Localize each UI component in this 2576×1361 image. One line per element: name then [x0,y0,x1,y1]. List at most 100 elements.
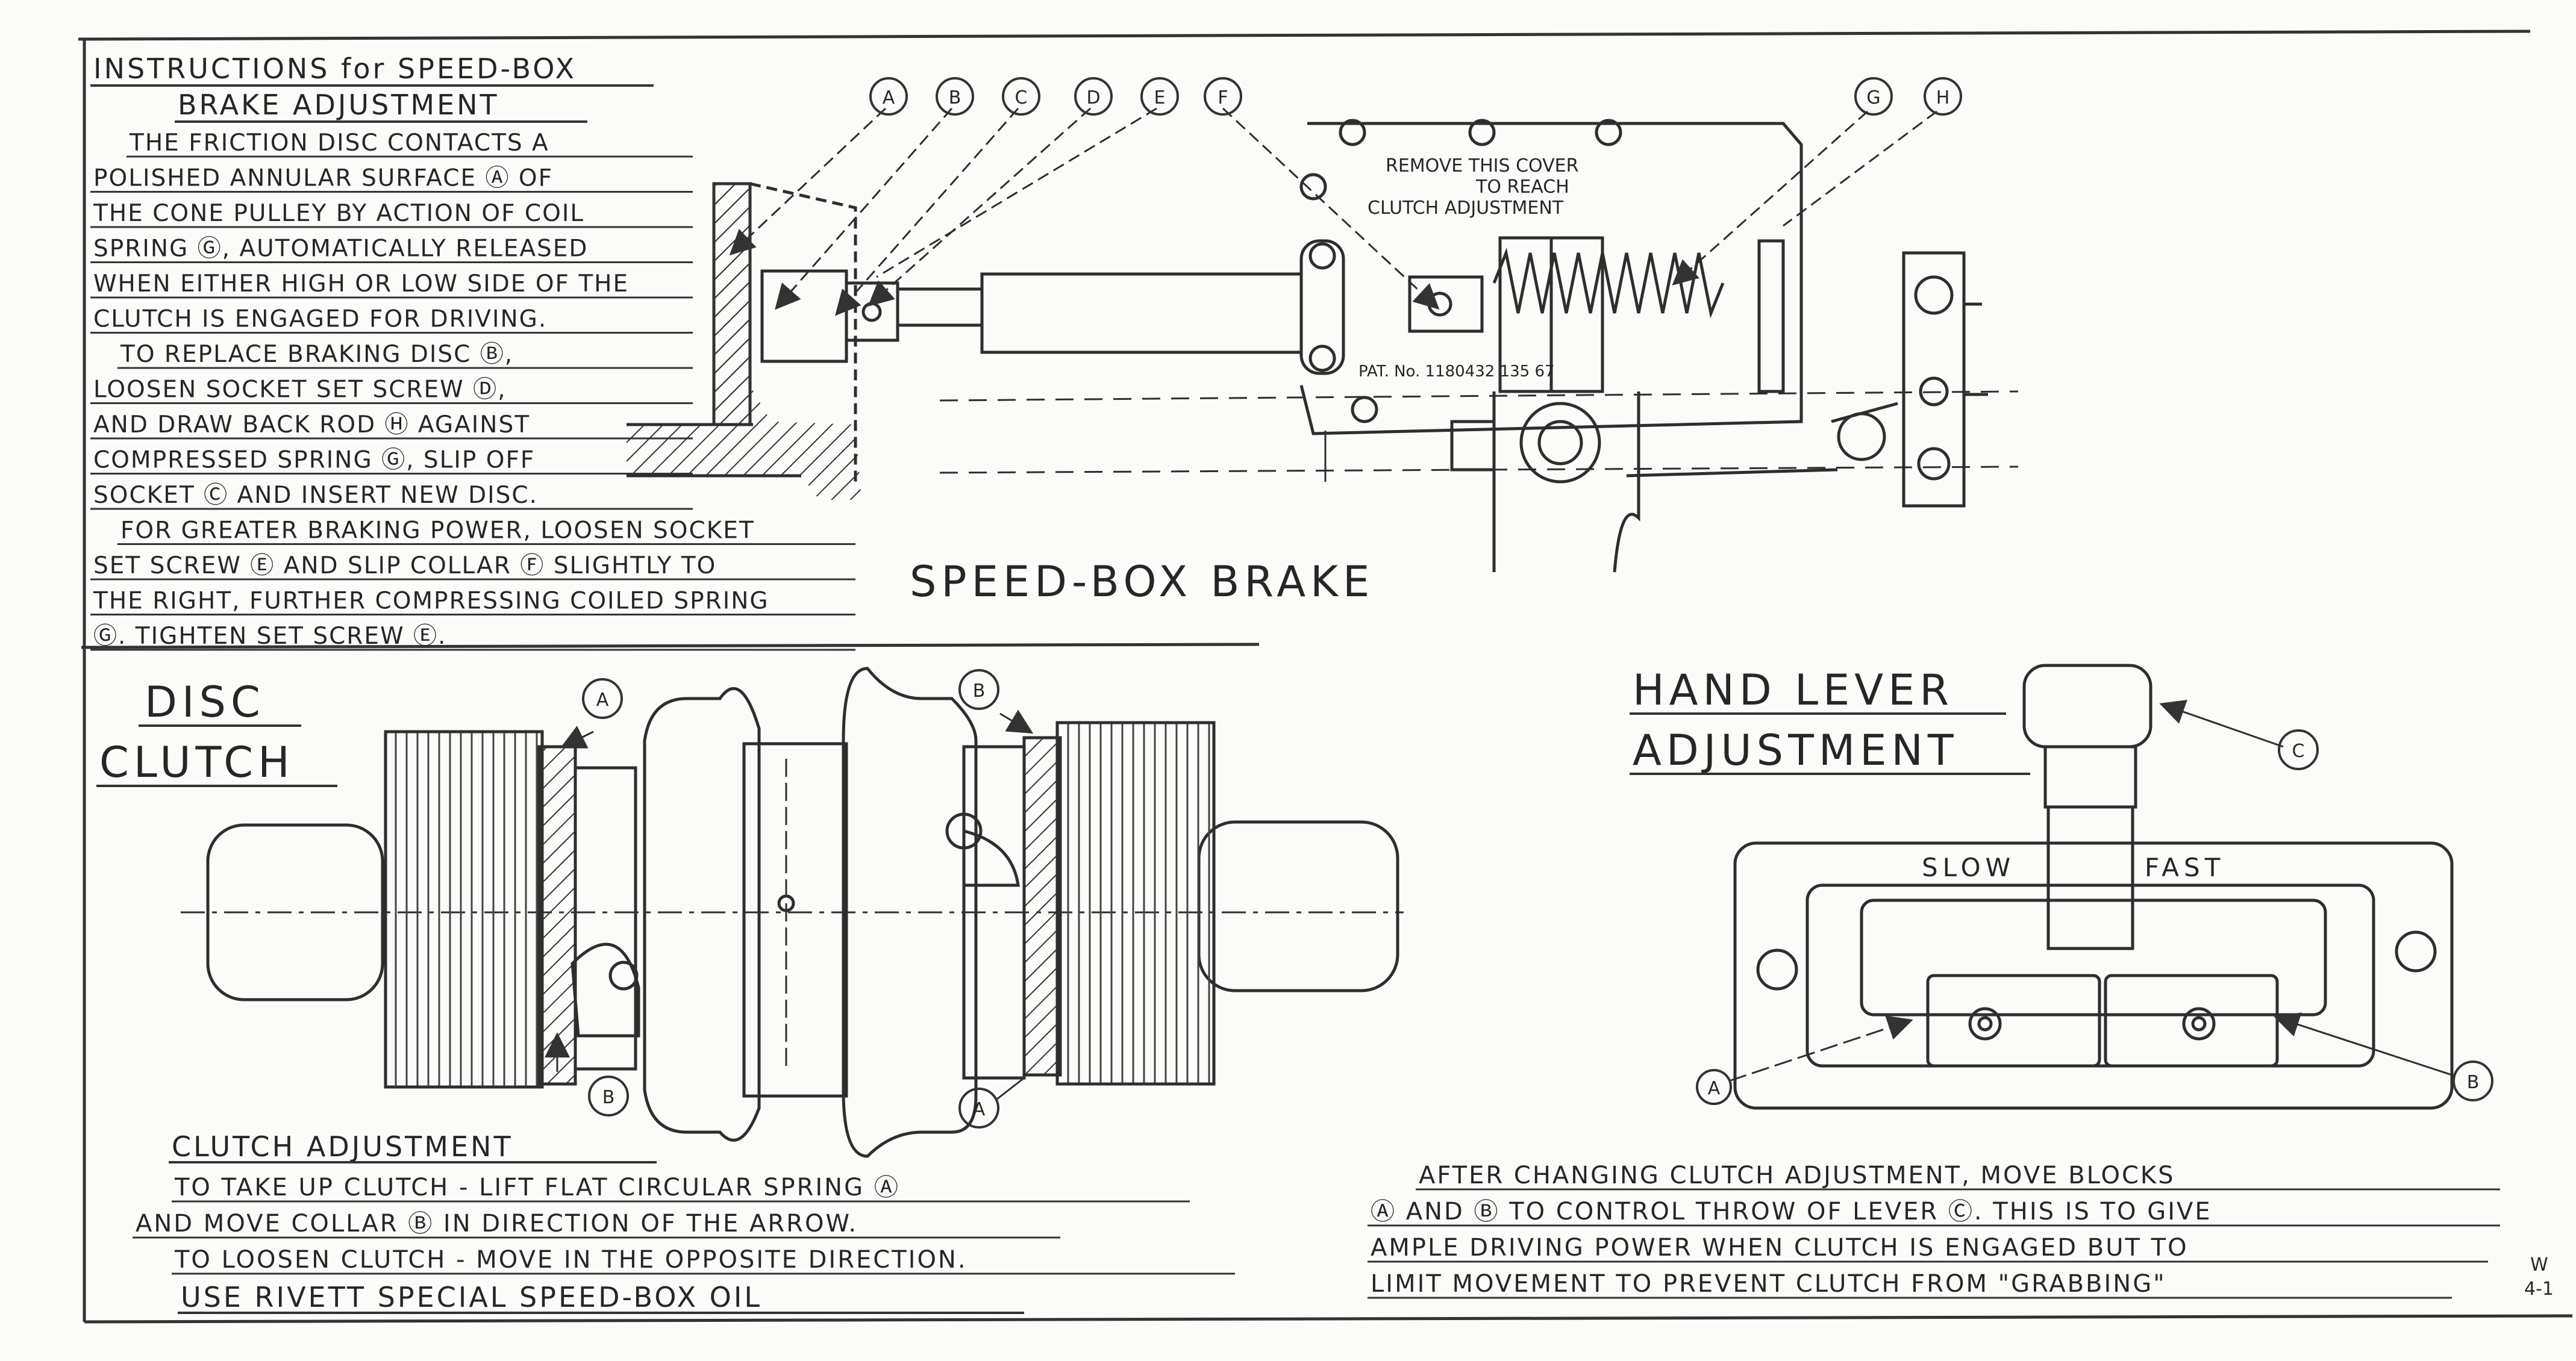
callout-b: B [936,77,974,116]
svg-text:B: B [602,1087,615,1108]
lever-stem [2043,745,2137,809]
svg-text:C: C [2292,741,2305,762]
lower-boss [1519,402,1601,484]
clutch-adjustment-title: CLUTCH ADJUSTMENT [172,1130,513,1163]
clutch-adjustment-notes: CLUTCH ADJUSTMENT TO TAKE UP CLUTCH - LI… [133,1130,1235,1314]
lever-plate [1733,841,2454,1110]
callout-c: C [1002,77,1040,116]
clutch-callout-b-bottom: B [588,1076,629,1117]
cover-text-line1: REMOVE THIS COVER [1386,155,1578,176]
svg-text:B: B [2467,1072,2480,1093]
collar-tube [980,272,1303,354]
svg-text:A: A [973,1099,986,1120]
instruction-line: THE CONE PULLEY BY ACTION OF COIL [93,200,584,227]
speed-box-instructions: INSTRUCTIONS for SPEED-BOX BRAKE ADJUSTM… [90,52,855,651]
hand-lever-title: HAND LEVER ADJUSTMENT [1630,665,2030,775]
svg-text:W: W [2530,1254,2548,1275]
patent-text: PAT. No. 1180432 135 67 [1358,363,1555,381]
svg-text:C: C [1015,87,1028,108]
clutch-adjustment-line2: AND MOVE COLLAR Ⓑ IN DIRECTION OF THE AR… [136,1210,858,1238]
callout-g: G [1854,77,1893,116]
disc-clutch-title-line2: CLUTCH [99,738,295,787]
collar-ring [1299,239,1345,375]
svg-text:G: G [1866,87,1880,108]
lever-knob [2022,664,2152,749]
instruction-line: THE RIGHT, FURTHER COMPRESSING COILED SP… [93,588,769,615]
center-pulley-right [842,667,978,1158]
housing-wall [712,182,752,426]
hand-lever-note-line4: LIMIT MOVEMENT TO PREVENT CLUTCH FROM "G… [1371,1270,2166,1298]
slow-label: SLOW [1922,853,2015,882]
clutch-cover [1299,122,1803,435]
cover-text-line2: TO REACH [1475,176,1569,198]
brake-rod [896,287,984,327]
instruction-line: POLISHED ANNULAR SURFACE Ⓐ OF [93,165,553,192]
instruction-line: AND DRAW BACK ROD Ⓗ AGAINST [93,411,530,438]
hand-lever-note-line3: AMPLE DRIVING POWER WHEN CLUTCH IS ENGAG… [1371,1234,2189,1262]
corner-mark: W 4-1 [2524,1254,2554,1300]
instruction-line: COMPRESSED SPRING Ⓖ, SLIP OFF [93,447,535,474]
lever-callout-b: B [2453,1060,2493,1101]
socket-set-screw [861,302,882,322]
braking-disc [760,269,848,363]
cover-text-line3: CLUTCH ADJUSTMENT [1368,198,1564,219]
svg-text:E: E [1154,87,1166,108]
callout-h: H [1924,77,1962,116]
hand-lever-diagram: SLOW FAST [1728,664,2454,1110]
lever-callout-a: A [1696,1069,1732,1105]
disc-clutch-diagram [181,667,1404,1158]
instruction-line: SOCKET Ⓒ AND INSERT NEW DISC. [93,482,538,509]
clutch-callout-a-bottom: A [958,1088,999,1129]
callout-d: D [1074,77,1113,116]
hand-lever-title-line2: ADJUSTMENT [1633,726,1959,775]
svg-text:A: A [596,690,609,711]
clutch-adjustment-line3: TO LOOSEN CLUTCH - MOVE IN THE OPPOSITE … [174,1246,968,1274]
instruction-line: WHEN EITHER HIGH OR LOW SIDE OF THE [93,270,629,297]
clutch-callout-b-top: B [958,669,999,710]
callout-a: A [869,77,908,116]
instructions-body: THE FRICTION DISC CONTACTS A POLISHED ANN… [90,129,855,651]
callout-f: F [1204,77,1242,116]
hand-lever-callouts: C A B [1696,729,2493,1105]
right-shaft [1197,820,1399,992]
speed-box-brake-diagram: REMOVE THIS COVER TO REACH CLUTCH ADJUST… [627,107,2019,573]
fast-label: FAST [2145,853,2225,882]
block-a [1926,974,2101,1068]
instruction-line: Ⓖ. TIGHTEN SET SCREW Ⓔ. [93,623,446,650]
disc-clutch-title-line1: DISC [145,677,265,727]
instructions-title-line2: BRAKE ADJUSTMENT [178,89,499,121]
instruction-line: FOR GREATER BRAKING POWER, LOOSEN SOCKET [120,517,755,544]
svg-text:4-1: 4-1 [2524,1278,2554,1300]
coil-spring-g [1492,248,1725,319]
svg-text:A: A [1708,1078,1721,1099]
brake-callouts: A B C D E F G H [869,77,1962,116]
hand-lever-note-line1: AFTER CHANGING CLUTCH ADJUSTMENT, MOVE B… [1419,1162,2175,1189]
instruction-line: THE FRICTION DISC CONTACTS A [129,129,549,157]
oil-note: USE RIVETT SPECIAL SPEED-BOX OIL [181,1281,762,1313]
lever-callout-c: C [2278,729,2319,770]
left-shaft [206,823,384,1001]
instruction-line: SET SCREW Ⓔ AND SLIP COLLAR Ⓕ SLIGHTLY T… [93,552,716,579]
clutch-callout-a-top: A [582,678,623,719]
svg-text:H: H [1936,87,1950,108]
instruction-line: SPRING Ⓖ, AUTOMATICALLY RELEASED [93,235,588,263]
right-disc-pack [1055,721,1216,1086]
svg-text:A: A [883,87,895,108]
svg-text:B: B [973,680,986,702]
right-lever [1902,251,1966,508]
clutch-callouts: A B B A [582,669,999,1129]
speed-box-brake-title: SPEED-BOX BRAKE [910,557,1374,606]
center-pulley [643,687,761,1142]
instruction-line: CLUTCH IS ENGAGED FOR DRIVING. [93,306,547,333]
block-b [2104,974,2279,1068]
left-disc-pack [384,730,544,1089]
hand-lever-title-line1: HAND LEVER [1633,665,1954,715]
callout-e: E [1140,77,1179,116]
clutch-adjustment-line1: TO TAKE UP CLUTCH - LIFT FLAT CIRCULAR S… [174,1174,900,1201]
sheet-border [78,30,2573,1324]
instruction-line: TO REPLACE BRAKING DISC Ⓑ, [120,341,513,368]
hand-lever-note-line2: Ⓐ AND Ⓑ TO CONTROL THROW OF LEVER Ⓒ. THI… [1371,1198,2212,1226]
svg-text:D: D [1086,87,1100,108]
instructions-title-line1: INSTRUCTIONS for SPEED-BOX [93,52,577,85]
